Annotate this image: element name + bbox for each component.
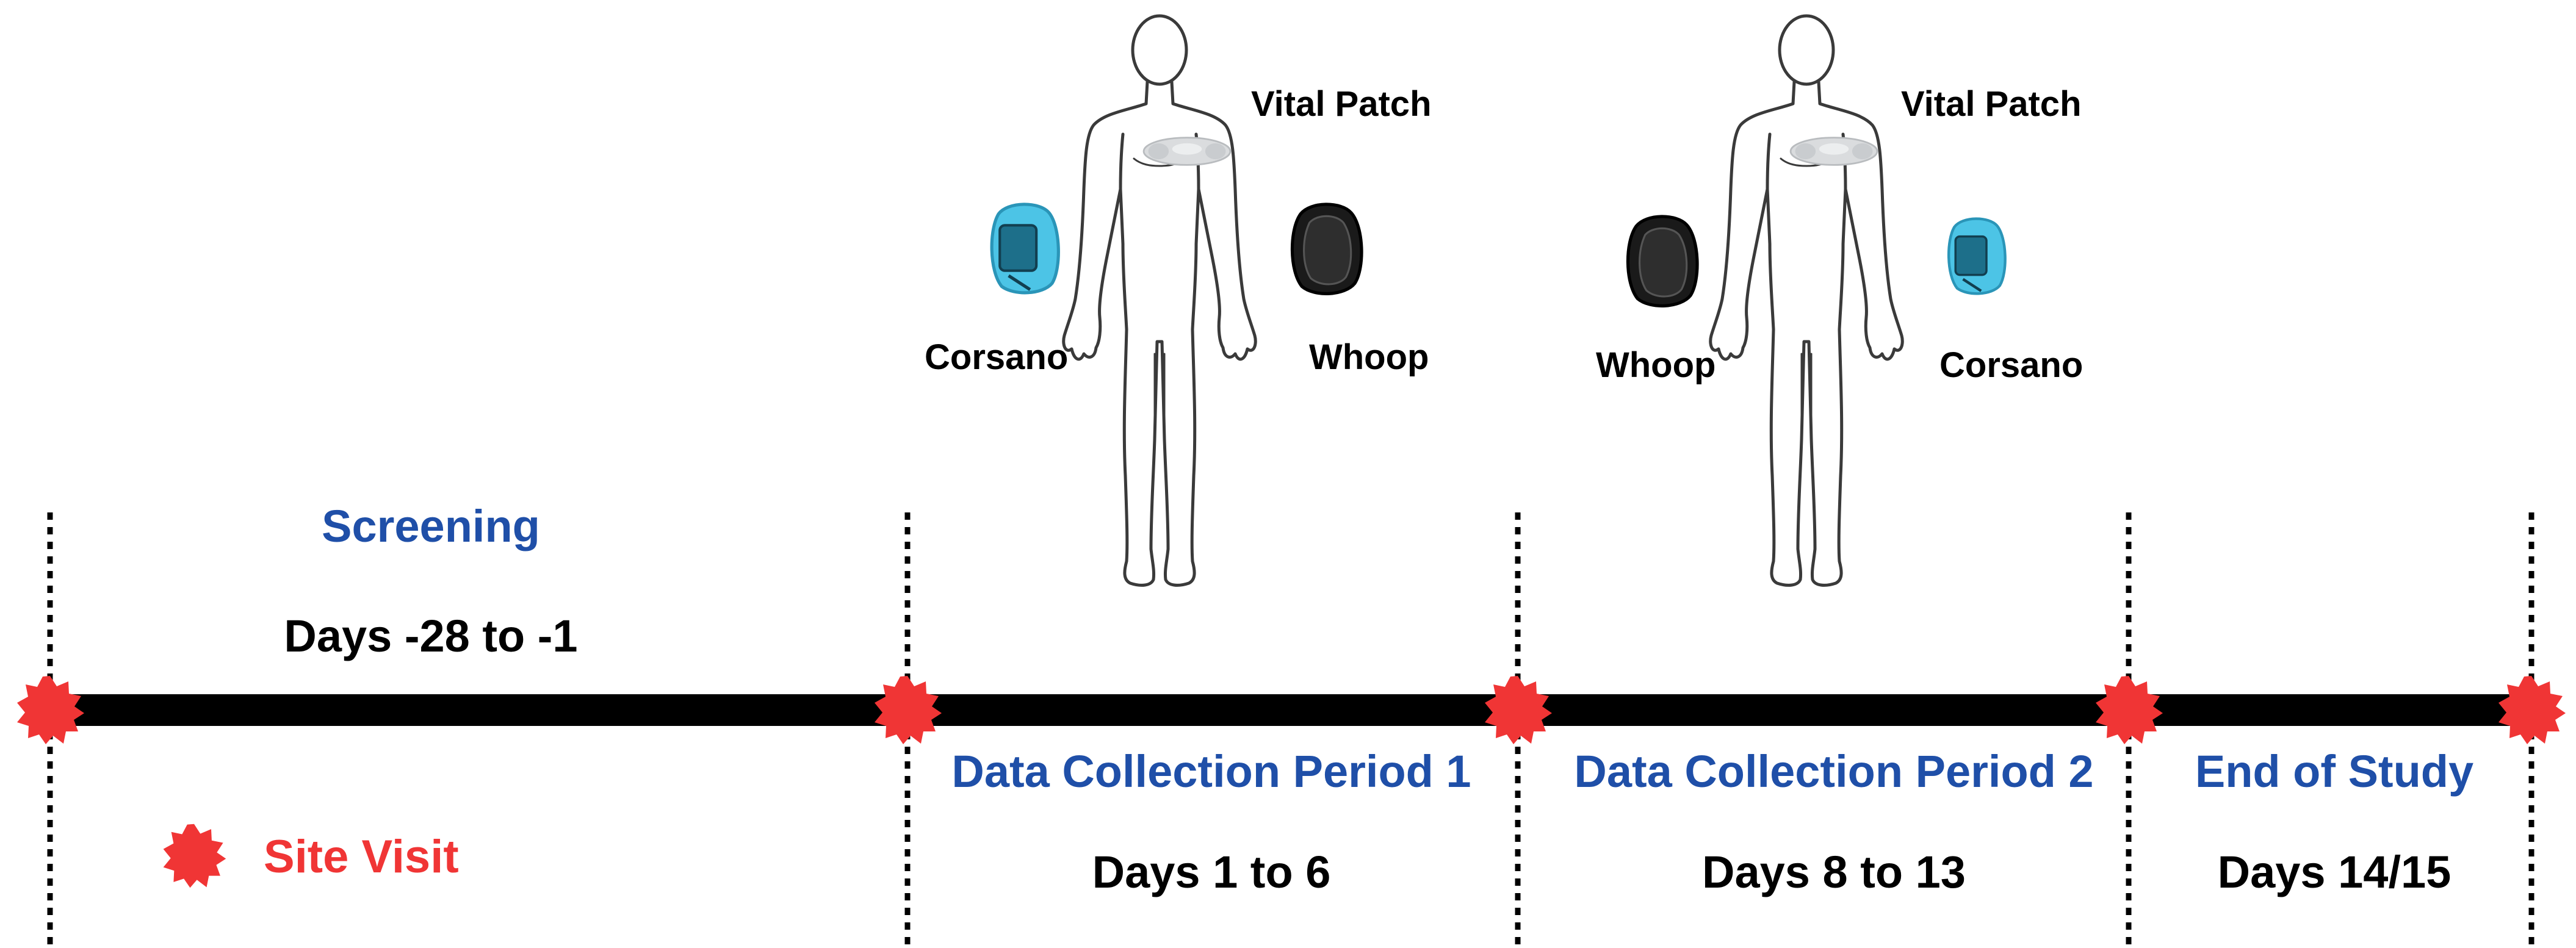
legend-label: Site Visit <box>264 831 459 883</box>
timeline-bar <box>34 694 2551 726</box>
patch-label: Vital Patch <box>1251 84 1432 124</box>
corsano-band-icon <box>1949 219 2005 294</box>
left-device-label: Whoop <box>1596 345 1716 385</box>
whoop-band-icon <box>1628 217 1697 306</box>
site-visit-marker-icon <box>2498 676 2566 744</box>
human-figure-icon <box>1064 16 1256 585</box>
wearable-figure-period-1: Vital Patch Corsano Whoop <box>925 16 1432 585</box>
legend: Site Visit <box>163 824 459 888</box>
site-visit-marker-icon <box>2096 676 2163 744</box>
right-device-label: Whoop <box>1309 337 1429 377</box>
phase-days: Days -28 to -1 <box>284 611 577 661</box>
phase-title: Data Collection Period 1 <box>951 746 1471 797</box>
phase-data-collection-2: Data Collection Period 2 Days 8 to 13 <box>1574 746 2093 897</box>
human-figure-icon <box>1711 16 1903 585</box>
phase-days: Days 8 to 13 <box>1702 847 1966 897</box>
site-visit-marker-icon <box>1485 676 1552 744</box>
phase-end-of-study: End of Study Days 14/15 <box>2195 746 2473 897</box>
phase-title: End of Study <box>2195 746 2473 797</box>
phase-data-collection-1: Data Collection Period 1 Days 1 to 6 <box>951 746 1471 897</box>
whoop-band-icon <box>1292 204 1362 293</box>
phase-days: Days 1 to 6 <box>1092 847 1331 897</box>
site-visit-marker-icon <box>875 676 942 744</box>
phase-days: Days 14/15 <box>2218 847 2452 897</box>
right-device-label: Corsano <box>1939 345 2083 385</box>
site-visit-legend-icon <box>163 824 226 888</box>
vital-patch-icon <box>1142 137 1232 166</box>
phase-title: Data Collection Period 2 <box>1574 746 2093 797</box>
vital-patch-icon <box>1789 137 1878 166</box>
patch-label: Vital Patch <box>1901 84 2082 124</box>
wearable-figure-period-2: Vital Patch Whoop Corsano <box>1596 16 2083 585</box>
left-device-label: Corsano <box>925 337 1068 377</box>
phase-screening: Screening Days -28 to -1 <box>284 501 577 661</box>
corsano-band-icon <box>992 204 1058 293</box>
phase-title: Screening <box>322 501 540 551</box>
site-visit-marker-icon <box>17 676 84 744</box>
